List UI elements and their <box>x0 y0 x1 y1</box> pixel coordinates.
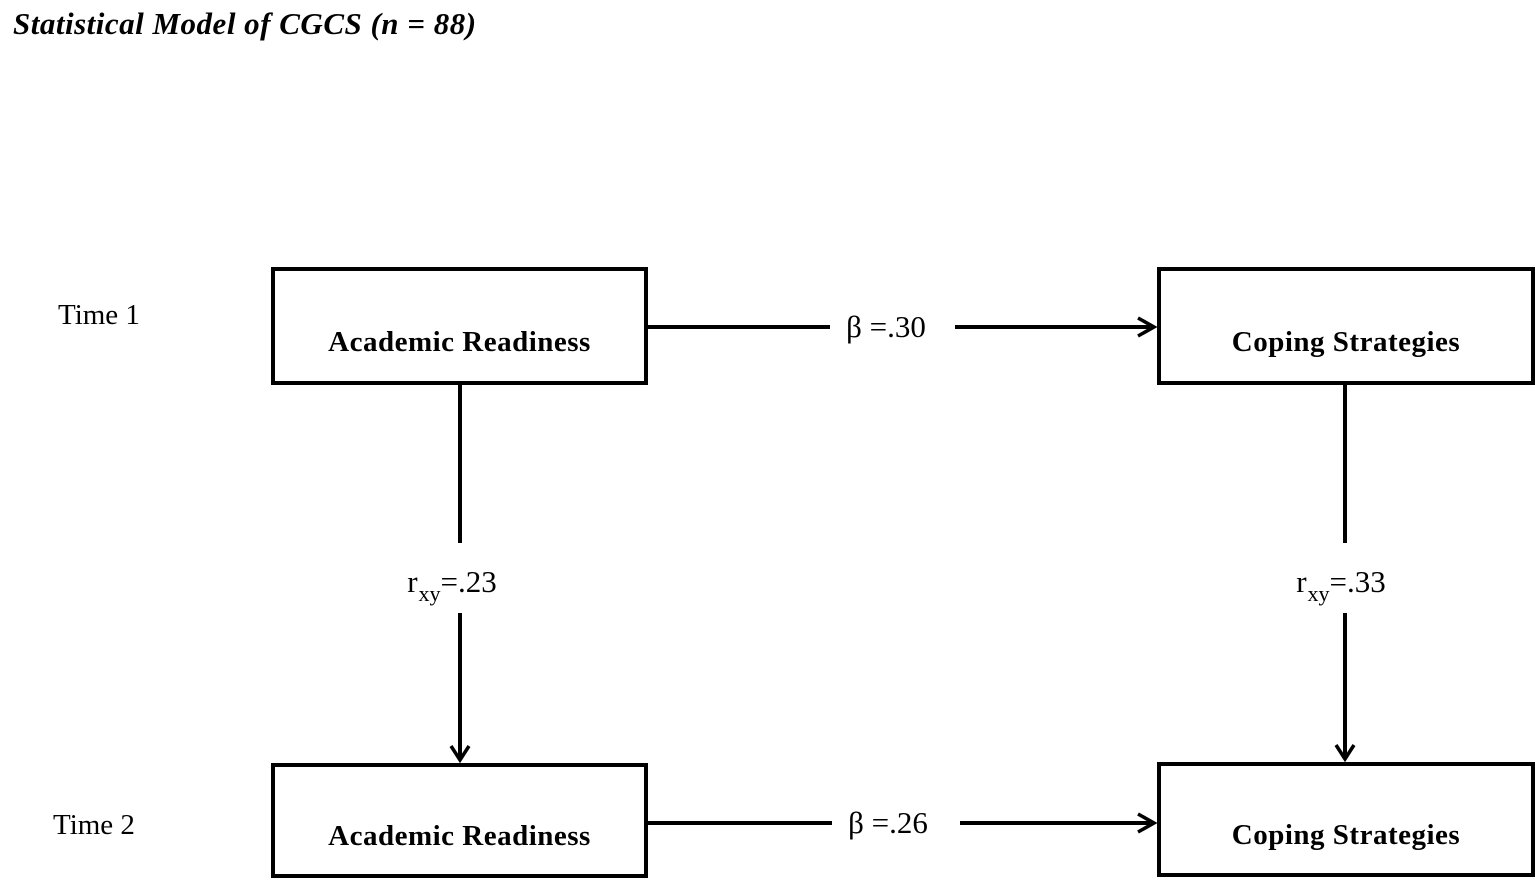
r-left-value: =.23 <box>440 564 497 599</box>
box-coping-strategies-time1: Coping Strategies <box>1157 267 1535 385</box>
arrowhead-r-right-icon <box>1334 744 1356 763</box>
path-coefficient-r-left: rxy=.23 <box>403 564 501 606</box>
r-right-value: =.33 <box>1329 564 1386 599</box>
box-coping-strategies-time1-label: Coping Strategies <box>1231 325 1461 358</box>
box-academic-readiness-time1-label: Academic Readiness <box>328 325 591 358</box>
row-label-time1: Time 1 <box>58 299 140 331</box>
r-left-symbol: r <box>407 564 418 599</box>
path-coefficient-r-right: rxy=.33 <box>1292 564 1390 606</box>
box-coping-strategies-time2: Coping Strategies <box>1157 762 1535 877</box>
box-academic-readiness-time2-label: Academic Readiness <box>328 820 591 852</box>
box-academic-readiness-time2: Academic Readiness <box>271 763 648 878</box>
r-right-symbol: r <box>1296 564 1307 599</box>
box-academic-readiness-time1: Academic Readiness <box>271 267 648 385</box>
r-left-subscript: xy <box>418 581 441 607</box>
r-right-subscript: xy <box>1307 581 1330 607</box>
box-coping-strategies-time2-label: Coping Strategies <box>1231 819 1461 851</box>
path-coefficient-beta-time2: β =.26 <box>844 805 932 841</box>
row-label-time2: Time 2 <box>53 809 135 841</box>
path-coefficient-beta-time1: β =.30 <box>842 309 930 345</box>
figure-title: Statistical Model of CGCS (n = 88) <box>13 6 477 41</box>
arrowhead-r-left-icon <box>449 745 471 764</box>
arrowhead-beta-t2-icon <box>1137 812 1158 834</box>
arrowhead-beta-t1-icon <box>1137 316 1158 338</box>
